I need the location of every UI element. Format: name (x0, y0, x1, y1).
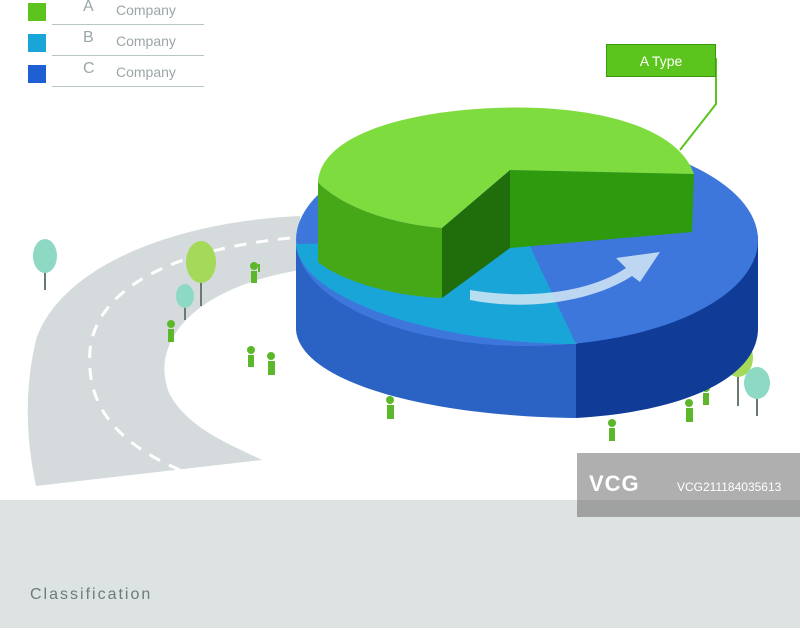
legend-divider (52, 24, 204, 25)
person-icon (167, 320, 175, 342)
person-icon (250, 262, 260, 283)
watermark-logo: VCG (589, 471, 640, 496)
watermark: VCG VCG211184035613 (577, 453, 800, 517)
person-icon (267, 352, 275, 375)
person-icon (608, 419, 616, 441)
tree-2 (186, 241, 216, 306)
legend-letter: B (83, 29, 94, 46)
legend-name: Company (116, 2, 176, 18)
tree-1 (33, 239, 57, 290)
legend-divider (52, 55, 204, 56)
legend-letter: A (83, 0, 94, 15)
pie-a-side (318, 182, 442, 298)
legend-letter: C (83, 60, 95, 77)
people (167, 262, 710, 441)
callout-leader (679, 58, 717, 151)
legend-divider (52, 86, 204, 87)
classification-label: Classification (30, 586, 153, 603)
person-icon (386, 396, 394, 419)
pie-a-cut-2 (510, 170, 694, 248)
road (27, 216, 300, 486)
arrow-mark (470, 252, 660, 305)
watermark-id: VCG211184035613 (677, 480, 782, 494)
person-icon (685, 399, 693, 422)
legend-name: Company (116, 64, 176, 80)
tree-3 (176, 284, 194, 320)
pie-a-top (318, 107, 694, 228)
classification-band (0, 500, 800, 628)
legend-swatch-a (28, 3, 46, 21)
pie-a-cut (442, 170, 510, 298)
legend-swatch-b (28, 34, 46, 52)
legend-item-a: A Company (28, 0, 208, 25)
legend-swatch-c (28, 65, 46, 83)
callout-label: A Type (606, 44, 716, 77)
legend-item-b: B Company (28, 29, 208, 56)
tree-5 (744, 367, 770, 416)
person-icon (247, 346, 255, 367)
legend-name: Company (116, 33, 176, 49)
legend-item-c: C Company (28, 60, 208, 87)
